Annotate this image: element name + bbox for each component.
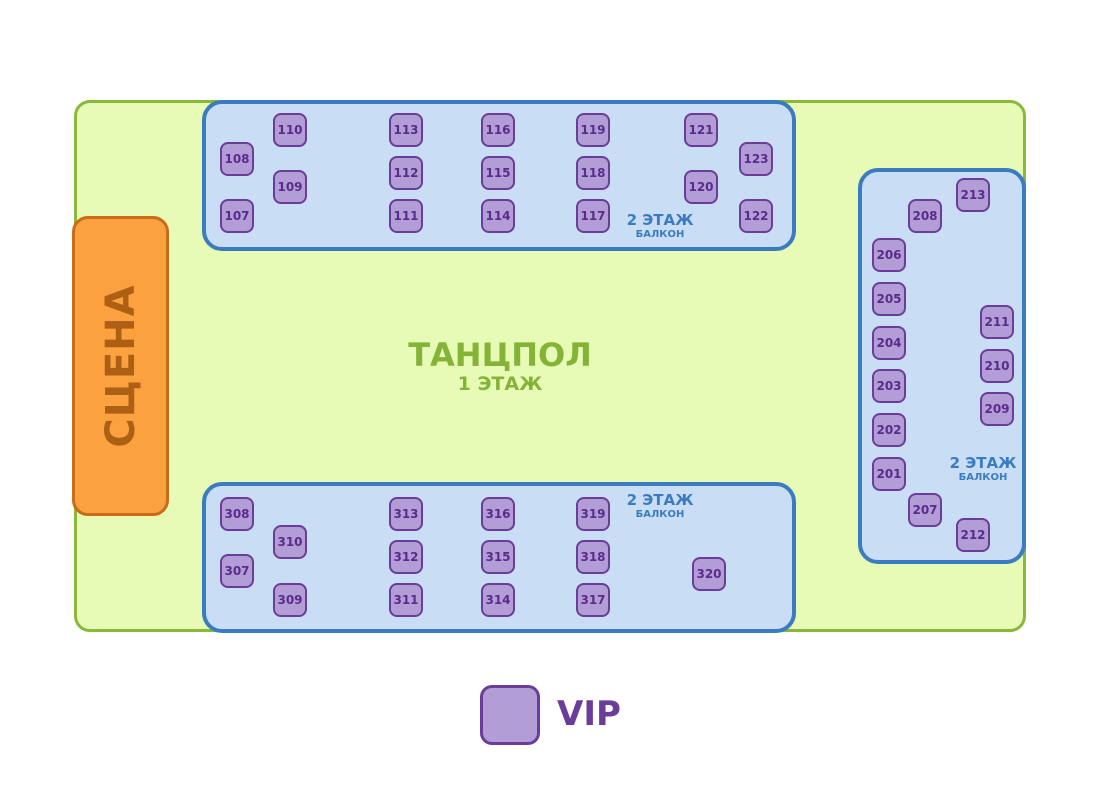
balcony-level-label: 2 ЭТАЖ — [626, 491, 694, 509]
vip-table-319[interactable]: 319 — [576, 497, 610, 531]
vip-table-213[interactable]: 213 — [956, 178, 990, 212]
vip-table-108[interactable]: 108 — [220, 142, 254, 176]
balcony-level-label: 2 ЭТАЖ — [626, 211, 694, 229]
balcony-bottom-label: 2 ЭТАЖ БАЛКОН — [615, 493, 705, 520]
vip-table-207[interactable]: 207 — [908, 493, 942, 527]
vip-table-206[interactable]: 206 — [872, 238, 906, 272]
dance-floor-title: ТАНЦПОЛ — [408, 336, 592, 374]
vip-table-307[interactable]: 307 — [220, 554, 254, 588]
vip-table-320[interactable]: 320 — [692, 557, 726, 591]
vip-table-122[interactable]: 122 — [739, 199, 773, 233]
balcony-name-label: БАЛКОН — [958, 472, 1008, 483]
vip-table-210[interactable]: 210 — [980, 349, 1014, 383]
balcony-level-label: 2 ЭТАЖ — [949, 454, 1017, 472]
vip-table-116[interactable]: 116 — [481, 113, 515, 147]
stage-label: СЦЕНА — [97, 284, 144, 448]
vip-legend-label: VIP — [557, 694, 621, 734]
vip-table-209[interactable]: 209 — [980, 392, 1014, 426]
vip-table-318[interactable]: 318 — [576, 540, 610, 574]
vip-table-311[interactable]: 311 — [389, 583, 423, 617]
vip-table-313[interactable]: 313 — [389, 497, 423, 531]
balcony-right-label: 2 ЭТАЖ БАЛКОН — [938, 456, 1028, 483]
vip-table-315[interactable]: 315 — [481, 540, 515, 574]
vip-table-202[interactable]: 202 — [872, 413, 906, 447]
vip-table-201[interactable]: 201 — [872, 457, 906, 491]
vip-table-204[interactable]: 204 — [872, 326, 906, 360]
vip-table-317[interactable]: 317 — [576, 583, 610, 617]
vip-table-120[interactable]: 120 — [684, 170, 718, 204]
vip-table-314[interactable]: 314 — [481, 583, 515, 617]
vip-table-312[interactable]: 312 — [389, 540, 423, 574]
vip-table-309[interactable]: 309 — [273, 583, 307, 617]
vip-table-211[interactable]: 211 — [980, 305, 1014, 339]
vip-table-208[interactable]: 208 — [908, 199, 942, 233]
balcony-top-label: 2 ЭТАЖ БАЛКОН — [615, 213, 705, 240]
stage: СЦЕНА — [72, 216, 169, 516]
vip-table-118[interactable]: 118 — [576, 156, 610, 190]
vip-table-112[interactable]: 112 — [389, 156, 423, 190]
dance-floor-level: 1 ЭТАЖ — [457, 373, 543, 395]
vip-table-316[interactable]: 316 — [481, 497, 515, 531]
vip-table-110[interactable]: 110 — [273, 113, 307, 147]
vip-table-117[interactable]: 117 — [576, 199, 610, 233]
vip-table-123[interactable]: 123 — [739, 142, 773, 176]
vip-table-308[interactable]: 308 — [220, 497, 254, 531]
vip-table-212[interactable]: 212 — [956, 518, 990, 552]
balcony-name-label: БАЛКОН — [635, 509, 685, 520]
vip-table-115[interactable]: 115 — [481, 156, 515, 190]
balcony-name-label: БАЛКОН — [635, 229, 685, 240]
vip-table-114[interactable]: 114 — [481, 199, 515, 233]
vip-table-310[interactable]: 310 — [273, 525, 307, 559]
vip-table-113[interactable]: 113 — [389, 113, 423, 147]
vip-table-111[interactable]: 111 — [389, 199, 423, 233]
vip-table-107[interactable]: 107 — [220, 199, 254, 233]
vip-table-205[interactable]: 205 — [872, 282, 906, 316]
vip-table-203[interactable]: 203 — [872, 369, 906, 403]
vip-table-121[interactable]: 121 — [684, 113, 718, 147]
vip-legend-swatch — [480, 685, 540, 745]
vip-table-119[interactable]: 119 — [576, 113, 610, 147]
vip-table-109[interactable]: 109 — [273, 170, 307, 204]
